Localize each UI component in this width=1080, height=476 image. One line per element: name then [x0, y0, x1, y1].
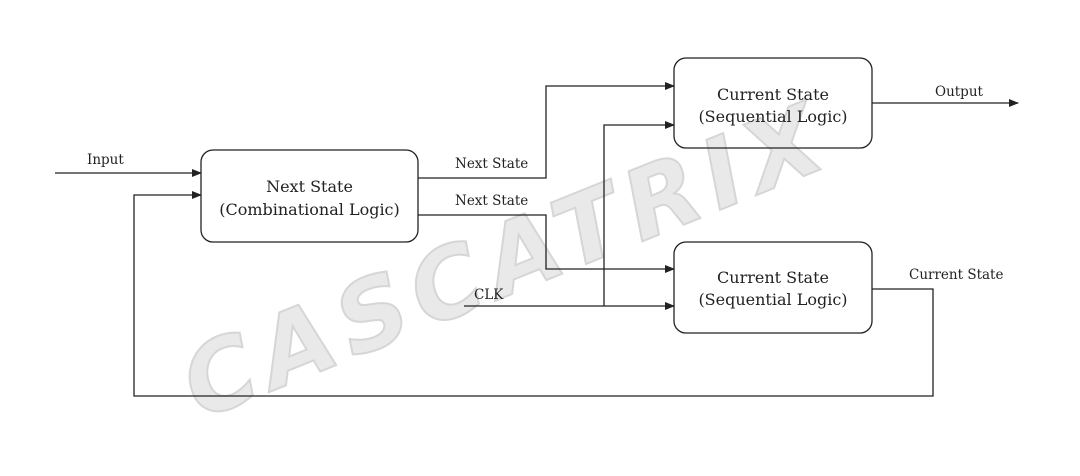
watermark-text: CASCATRIX — [167, 80, 847, 442]
clk-wire-upper — [603, 121, 675, 306]
next-state-lower-wire — [418, 214, 675, 273]
clk-label: CLK — [474, 287, 504, 303]
input-label: Input — [87, 152, 124, 168]
output-label: Output — [935, 84, 984, 100]
next-state-upper-wire — [418, 82, 675, 179]
state-register-title: Current State — [717, 268, 829, 287]
current-state-label: Current State — [909, 267, 1003, 283]
feedback-wire — [133, 191, 934, 397]
state-register-subtitle: (Sequential Logic) — [698, 290, 847, 309]
next-state-block: Next State (Combinational Logic) — [200, 149, 419, 243]
output-register-block: Current State (Sequential Logic) — [673, 57, 873, 149]
next-state-upper-label: Next State — [455, 156, 528, 172]
next-state-block-subtitle: (Combinational Logic) — [219, 200, 400, 219]
next-state-lower-label: Next State — [455, 193, 528, 209]
next-state-block-title: Next State — [266, 177, 353, 196]
output-register-subtitle: (Sequential Logic) — [698, 107, 847, 126]
state-register-block: Current State (Sequential Logic) — [673, 241, 873, 334]
output-register-title: Current State — [717, 85, 829, 104]
